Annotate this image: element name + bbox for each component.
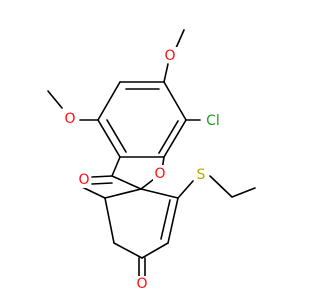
atom-labels: O O Cl O O S O xyxy=(63,47,226,292)
bond-c4-c3prime xyxy=(111,156,121,177)
bond-ch2-cme xyxy=(104,197,115,244)
bond-c4-c5 xyxy=(97,119,121,158)
bond-cme-me xyxy=(81,186,106,199)
sulfur-label: S xyxy=(197,167,206,183)
bond-otop-me xyxy=(175,29,185,49)
oxygen-left-label: O xyxy=(64,111,75,127)
bond-c4-c5-inner xyxy=(106,119,127,153)
bond-ch2-ch3 xyxy=(231,187,256,198)
bond-cme-spiro xyxy=(104,188,142,199)
oxygen-ring-atom: O xyxy=(153,165,167,182)
oxygen-ring-label: O xyxy=(154,166,165,182)
chlorine-label: Cl xyxy=(206,113,220,129)
bond-c2-c3 xyxy=(163,119,187,158)
oxygen-left-atom: O xyxy=(63,111,77,127)
bond-c3prime-spiro xyxy=(111,175,142,190)
oxygen-ketone-atom: O xyxy=(77,172,91,188)
bond-cs-ch xyxy=(167,197,179,244)
bond-cs-s xyxy=(177,180,194,199)
bond-spiro-cs xyxy=(140,188,179,199)
oxygen-top-label: O xyxy=(164,48,175,64)
bond-c5-c6 xyxy=(97,81,121,121)
bond-cs-ch-inner xyxy=(160,199,171,240)
bond-ch-cco xyxy=(141,242,169,259)
bonds xyxy=(47,29,256,277)
bond-c2-c3-inner xyxy=(158,120,179,154)
bond-cco-ch2 xyxy=(113,242,143,259)
molecule-structure: O O Cl O O S O xyxy=(47,29,256,292)
bond-c1-c2 xyxy=(163,81,187,121)
bond-s-ch2 xyxy=(209,175,233,198)
bond-ketone-2 xyxy=(91,182,113,185)
oxygen-bottom-atom: O xyxy=(135,276,149,292)
bond-c1-otop xyxy=(163,63,169,83)
bond-oleft-me xyxy=(47,90,63,109)
sulfur-atom: S xyxy=(194,167,208,183)
chlorine-atom: Cl xyxy=(202,112,226,129)
oxygen-bottom-label: O xyxy=(136,276,147,292)
bond-ketone-1 xyxy=(91,175,113,178)
oxygen-top-atom: O xyxy=(164,47,178,64)
oxygen-ketone-label: O xyxy=(78,172,89,188)
